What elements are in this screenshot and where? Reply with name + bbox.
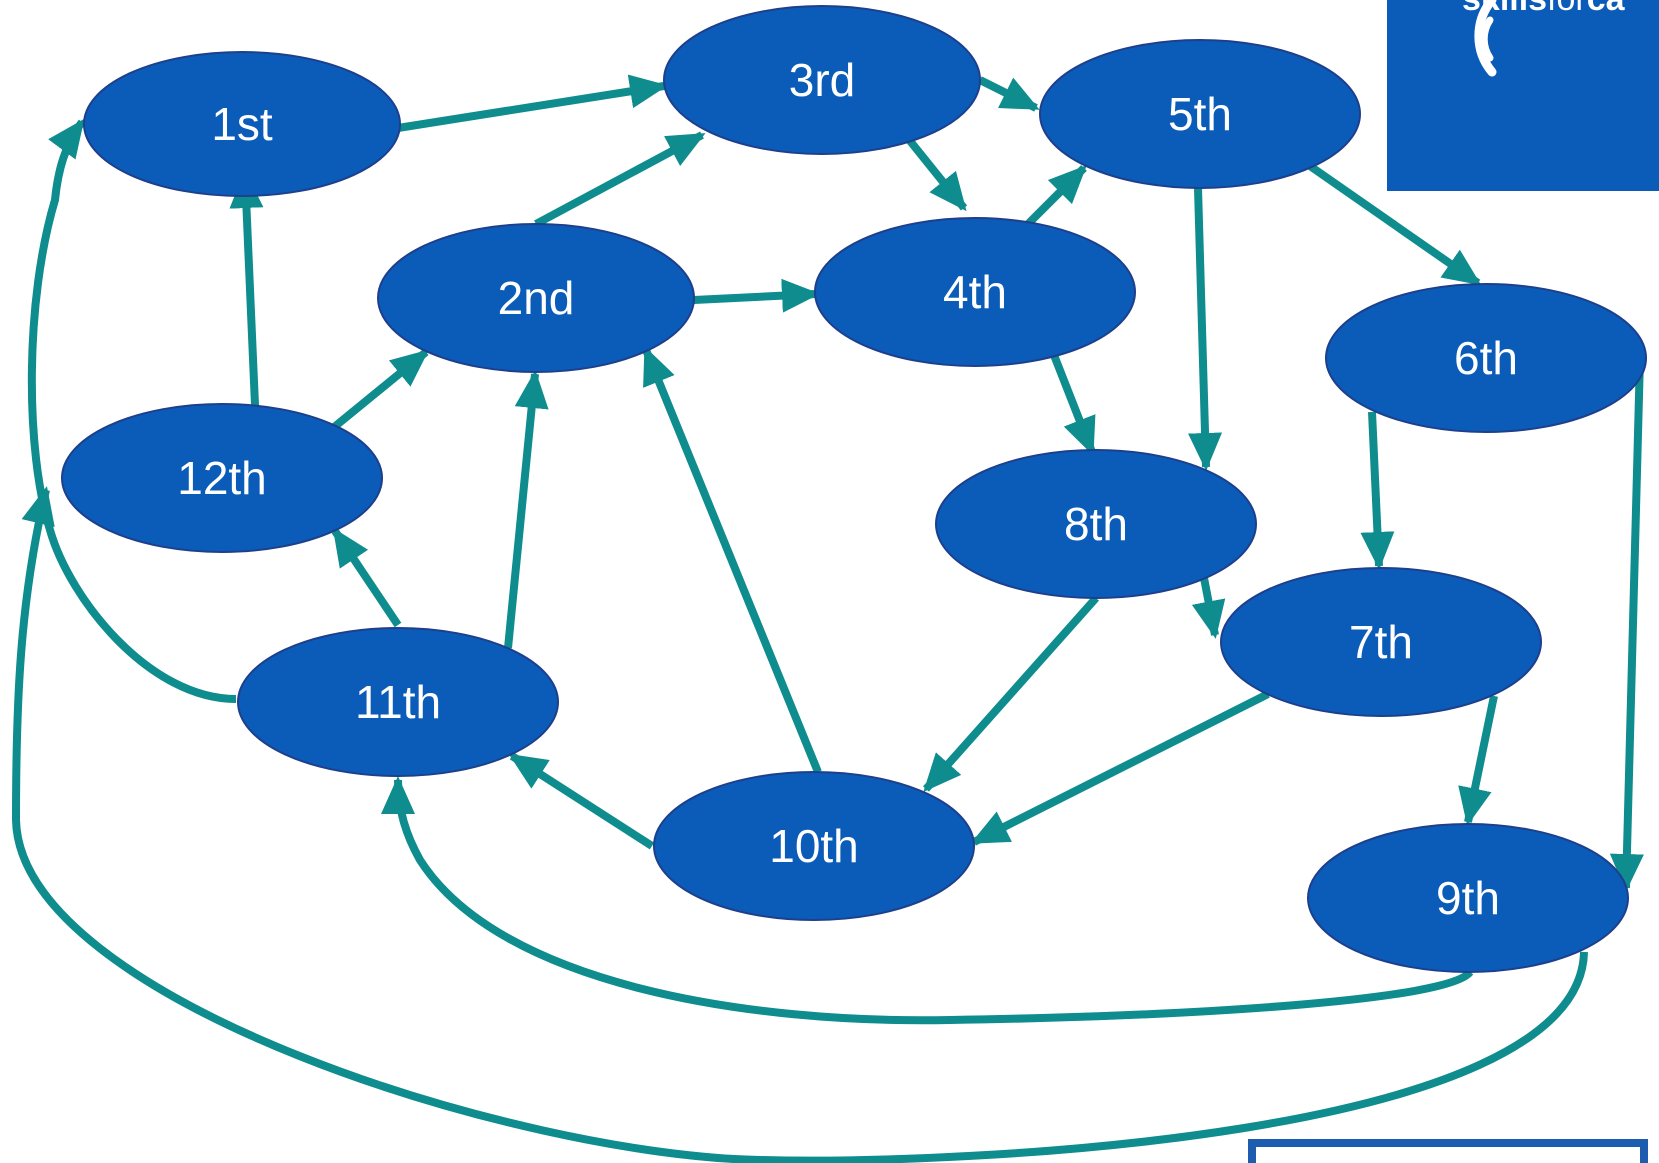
edge-10th-11th	[508, 752, 655, 850]
node-label: 8th	[1064, 498, 1128, 550]
edge-11th-1st	[27, 118, 237, 703]
node-label: 9th	[1436, 872, 1500, 924]
edge-4th-8th	[1048, 348, 1096, 456]
node-4th[interactable]: 4th	[814, 217, 1136, 367]
node-7th[interactable]: 7th	[1220, 567, 1542, 717]
edge-2nd-3rd	[534, 131, 706, 228]
node-10th[interactable]: 10th	[653, 771, 975, 921]
node-label: 2nd	[498, 272, 575, 324]
node-11th[interactable]: 11th	[237, 627, 559, 777]
node-label: 1st	[211, 98, 273, 150]
edge-7th-9th	[1458, 695, 1498, 826]
edge-12th-2nd	[330, 348, 430, 432]
node-label: 12th	[177, 452, 267, 504]
node-5th[interactable]: 5th	[1039, 39, 1361, 189]
nodes-group: 1st 2nd 3rd 4th 5th 6th 7th 8th	[61, 5, 1647, 973]
logo: skillsforca	[1387, 0, 1659, 191]
node-2nd[interactable]: 2nd	[377, 223, 695, 373]
node-12th[interactable]: 12th	[61, 403, 383, 553]
node-label: 5th	[1168, 88, 1232, 140]
edge-8th-10th	[923, 595, 1099, 792]
node-8th[interactable]: 8th	[935, 449, 1257, 599]
node-label: 7th	[1349, 616, 1413, 668]
edge-9th-12th	[12, 486, 1588, 1163]
logo-arcs-icon	[1474, 0, 1497, 77]
node-label: 4th	[943, 266, 1007, 318]
logo-text-ca: ca	[1587, 0, 1626, 18]
edge-1st-3rd	[397, 74, 668, 132]
edge-9th-11th	[381, 776, 1474, 1025]
edge-7th-10th	[970, 690, 1270, 846]
edge-8th-7th	[1191, 577, 1226, 639]
node-3rd[interactable]: 3rd	[663, 5, 981, 155]
edge-3rd-5th	[978, 76, 1040, 112]
bottom-right-box	[1248, 1139, 1648, 1163]
node-label: 10th	[769, 820, 859, 872]
logo-text: skillsforca	[1462, 0, 1626, 18]
node-label: 3rd	[789, 54, 855, 106]
edge-6th-9th	[1609, 357, 1644, 892]
edge-11th-12th	[331, 527, 402, 628]
node-9th[interactable]: 9th	[1307, 823, 1629, 973]
edge-6th-7th	[1360, 411, 1395, 570]
logo-text-skills: skills	[1462, 0, 1547, 18]
node-1st[interactable]: 1st	[83, 51, 401, 197]
edge-5th-8th	[1188, 187, 1223, 471]
logo-text-for: for	[1547, 0, 1587, 18]
edge-11th-2nd	[504, 370, 549, 649]
edge-2nd-4th	[693, 278, 820, 313]
node-6th[interactable]: 6th	[1325, 283, 1647, 433]
edge-5th-6th	[1307, 162, 1482, 287]
logo-background	[1387, 0, 1659, 191]
edge-10th-2nd	[642, 346, 822, 774]
node-label: 6th	[1454, 332, 1518, 384]
edge-12th-1st	[229, 170, 264, 429]
node-label: 11th	[355, 676, 441, 728]
